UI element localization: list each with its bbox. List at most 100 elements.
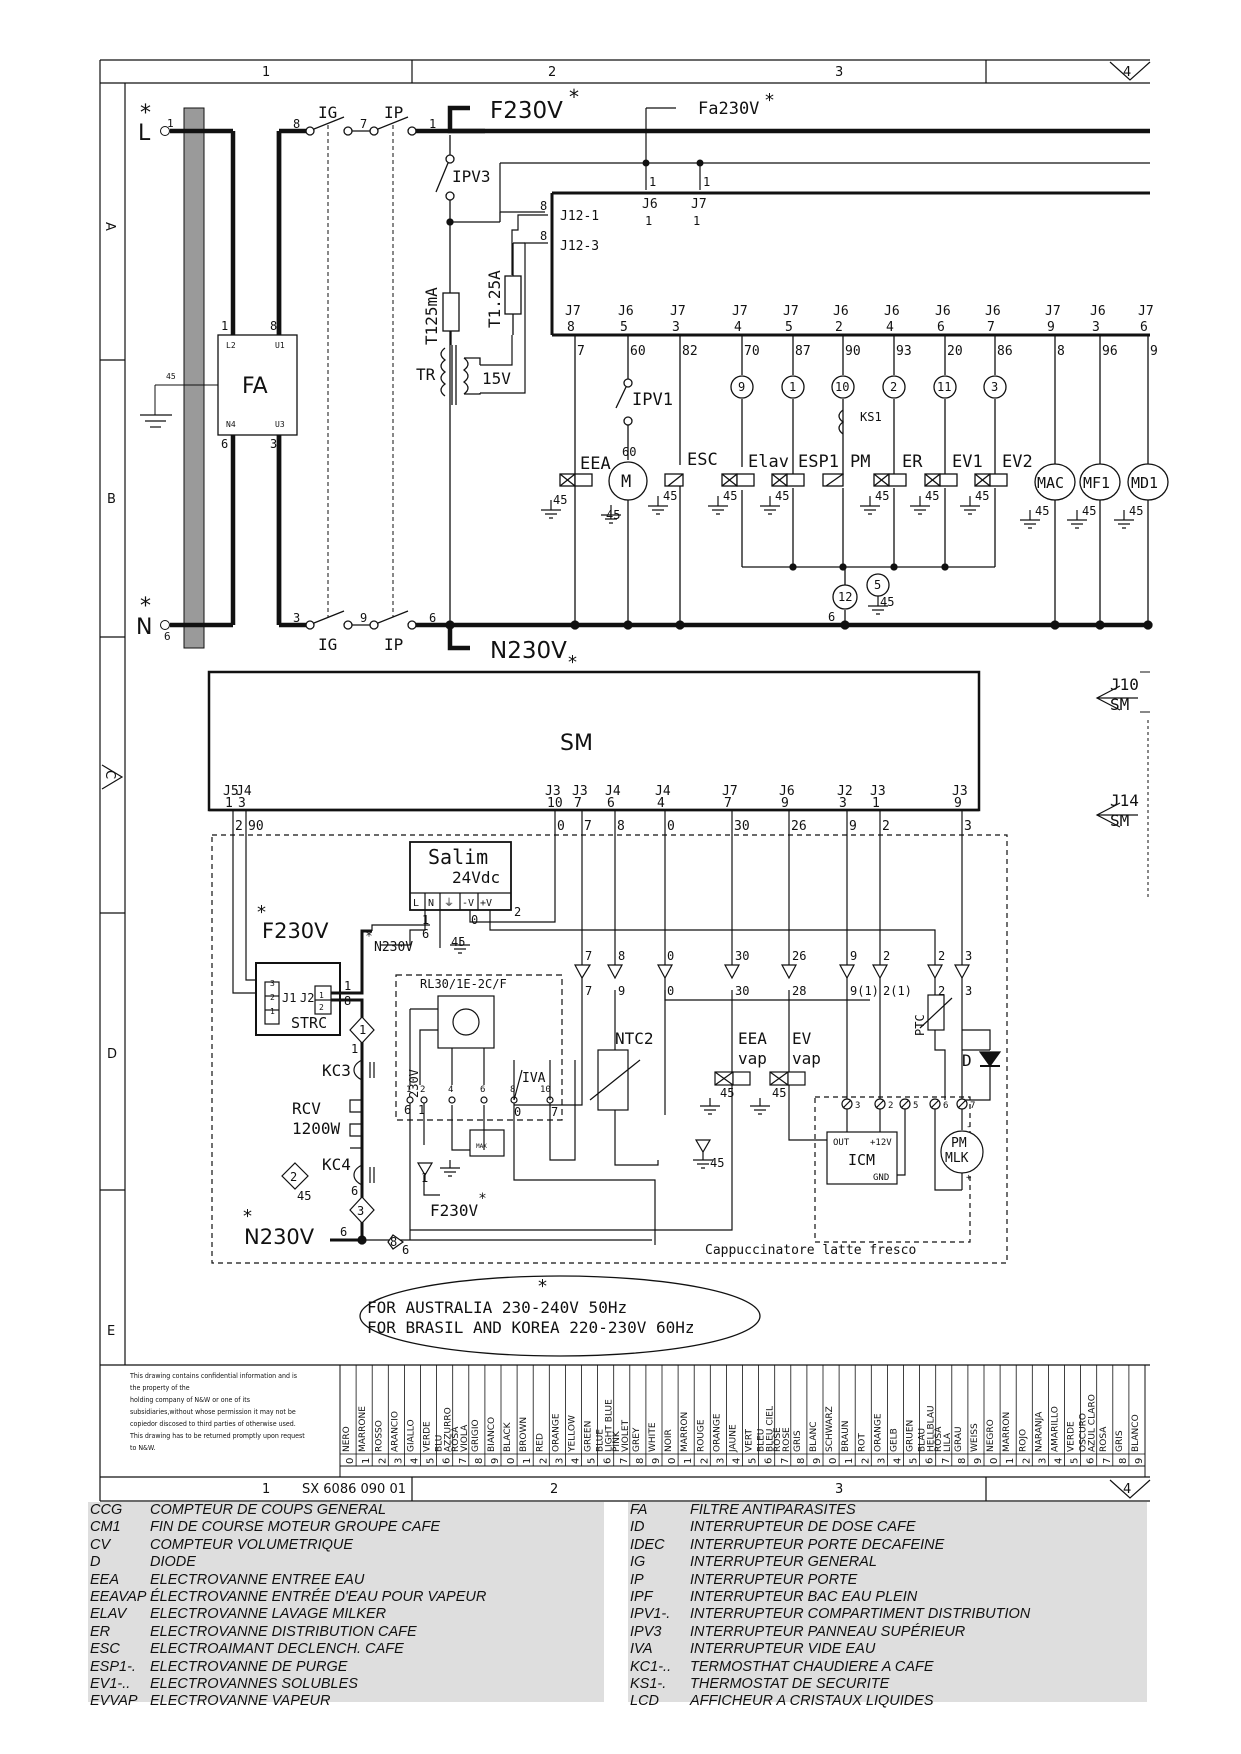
disclaimer-line: copiedor discosed to third parties of ot… (130, 1420, 296, 1428)
row-label: A (102, 222, 117, 231)
color-name: ORANGE (551, 1413, 561, 1452)
ipv1-label: IPV1 (632, 390, 673, 410)
j12-1-label: J12-1 (560, 209, 599, 224)
sm-pin-number: 9 (954, 796, 962, 811)
wiring-diagram: 1 2 3 4 A B C D E 1 2 3 4 * (99, 59, 1169, 1502)
sm-pin-conn: J6 (779, 784, 795, 799)
legend-description: THERMOSTAT DE SECURITE (690, 1676, 890, 1693)
svg-text:7: 7 (585, 949, 592, 963)
sm-title: SM (560, 731, 593, 756)
color-code-number: 6 (764, 1458, 775, 1464)
svg-text:1: 1 (406, 1085, 411, 1095)
svg-text:30: 30 (735, 984, 749, 998)
region-note (359, 1275, 761, 1357)
svg-text:8: 8 (270, 319, 277, 333)
color-code-number: 0 (345, 1458, 356, 1464)
legend-description: INTERRUPTEUR COMPARTIMENT DISTRIBUTION (690, 1606, 1031, 1623)
mlk-label: MLK (945, 1151, 969, 1166)
sm-pin-number: 1 (872, 796, 880, 811)
rcv-watt: 1200W (292, 1119, 341, 1138)
legend-code: EEA (90, 1571, 120, 1588)
legend-description: INTERRUPTEUR BAC EAU PLEIN (690, 1589, 918, 1606)
vap-label: vap (792, 1049, 821, 1068)
svg-text:6: 6 (422, 927, 429, 941)
fa-pin: U1 (275, 341, 285, 350)
svg-text:1: 1 (422, 913, 429, 927)
color-code-number: 6 (442, 1458, 453, 1464)
eea-vap-label: EEA (738, 1029, 767, 1048)
legend-code: KS1-. (630, 1676, 667, 1693)
header-conn: J6 (935, 304, 951, 319)
sm-ref: SM (1110, 695, 1129, 714)
color-code-number: 8 (1118, 1458, 1129, 1464)
color-name: NARANJA (1034, 1411, 1044, 1452)
color-code-number: 7 (1102, 1458, 1113, 1464)
svg-text:45: 45 (720, 1086, 734, 1100)
star-mark: * (243, 1206, 252, 1227)
legend-description: INTERRUPTEUR PORTE DECAFEINE (690, 1536, 945, 1553)
legend-description: FIN DE COURSE MOTEUR GROUPE CAFE (150, 1519, 441, 1536)
color-name: VIOLA (460, 1424, 470, 1452)
svg-text:J7: J7 (691, 197, 707, 212)
header-pin: 4 (886, 320, 894, 335)
tr-label: TR (416, 365, 436, 384)
header-conn: J6 (884, 304, 900, 319)
header-pin: 4 (734, 320, 742, 335)
color-code-number: 5 (426, 1458, 437, 1464)
legend-row: ESP1-.ELECTROVANNE DE PURGE (88, 1659, 604, 1676)
md1-label: MD1 (1131, 474, 1158, 492)
sm-pin-wire: 30 (734, 819, 750, 834)
header-wire: 70 (744, 344, 760, 359)
svg-text:1: 1 (703, 175, 710, 189)
svg-text:1: 1 (789, 380, 796, 394)
color-name: ROSA (1099, 1426, 1109, 1452)
disclaimer-line: This drawing contains confidential infor… (129, 1372, 297, 1380)
svg-text:60: 60 (622, 445, 636, 459)
color-name: GRIS (1115, 1430, 1125, 1452)
svg-text:2: 2 (319, 1003, 324, 1012)
color-name: VERDE (1067, 1421, 1077, 1452)
legend-row: KS1-. THERMOSTAT DE SECURITE (628, 1676, 1147, 1693)
connector-ref-labels: J10 SM J14 SM (1110, 675, 1139, 830)
svg-text:2: 2 (883, 949, 890, 963)
legend-code: CM1 (90, 1519, 121, 1536)
sm-pin-conn: J3 (870, 784, 886, 799)
color-name: RED (535, 1433, 545, 1452)
svg-text:2(1): 2(1) (883, 984, 912, 998)
svg-text:45: 45 (166, 372, 176, 381)
sm-pin-conn: J3 (572, 784, 588, 799)
legend-code: EEAVAP (90, 1589, 147, 1606)
svg-text:2: 2 (890, 380, 897, 394)
color-name: WHITE (648, 1422, 658, 1452)
legend-description: INTERRUPTEUR PORTE (690, 1571, 858, 1588)
relay-230: 230V (407, 1069, 421, 1098)
color-name: ORANGE (712, 1413, 722, 1452)
color-name: MARRONE (358, 1406, 368, 1452)
svg-text:1: 1 (429, 117, 436, 131)
color-code-number: 0 (989, 1458, 1000, 1464)
header-conn: J6 (618, 304, 634, 319)
color-name: HELLBLAU (927, 1405, 937, 1452)
svg-text:2: 2 (888, 1101, 893, 1111)
sm-pin-number: 6 (607, 796, 615, 811)
color-name: AZZURRO (444, 1407, 454, 1452)
color-name: VIOLET (621, 1419, 631, 1452)
sm-pin-wire: 2 (882, 819, 890, 834)
svg-text:1: 1 (319, 991, 324, 1000)
sm-pin-wire: 2 (235, 819, 243, 834)
disclaimer-line: to N&W. (130, 1444, 155, 1452)
icm-out: OUT (833, 1138, 850, 1148)
header-wire: 20 (947, 344, 963, 359)
color-code-number: 4 (571, 1458, 582, 1464)
legend-description: COMPTEUR VOLUMETRIQUE (150, 1536, 354, 1553)
svg-text:0: 0 (514, 1105, 521, 1119)
color-name: VERT (745, 1429, 755, 1452)
terminal-N (160, 620, 170, 630)
legend-description: DIODE (150, 1554, 196, 1571)
col-label: 1 (262, 65, 270, 80)
legend-code: KC1-.. (630, 1658, 672, 1675)
